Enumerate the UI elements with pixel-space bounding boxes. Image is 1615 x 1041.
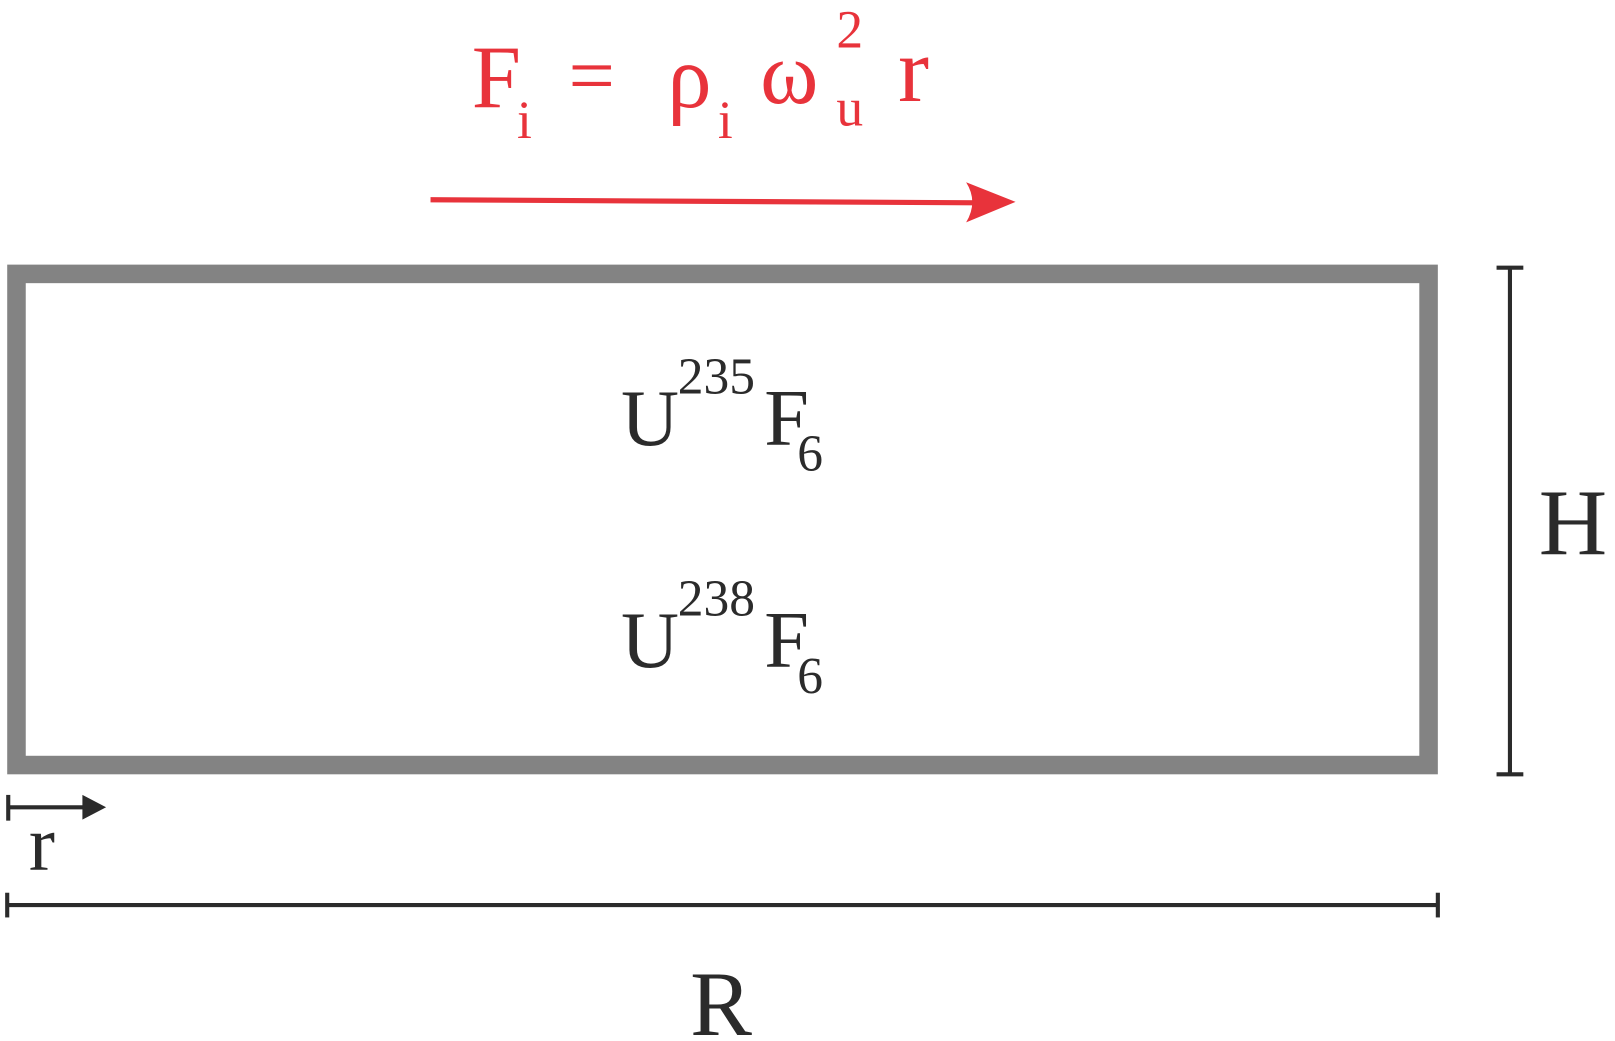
vessel-rectangle [7,264,1438,775]
eq-equals: = [569,30,615,121]
position-label: r [29,800,55,887]
species-base: U [621,374,679,463]
species-count: 6 [797,648,823,705]
force-arrow [430,182,1016,223]
force-equation: F i = ρ i ω 2 u r [472,0,929,150]
height-dimension [1496,265,1524,777]
eq-rho: ρ [667,29,711,127]
species-base: U [621,596,679,685]
eq-rho-sub: i [718,90,733,150]
species-u238f6: U 238 F 6 [621,571,823,705]
species-element: F [764,596,809,685]
eq-force-sub: i [517,90,532,150]
position-arrow [6,794,107,821]
radius-label: R [690,953,752,1041]
radius-dimension [5,892,1440,918]
eq-omega-sub: u [836,78,863,138]
species-mass: 235 [678,348,755,405]
eq-force: F [472,29,521,127]
species-count: 6 [797,426,823,483]
height-label: H [1539,471,1607,575]
eq-omega: ω [760,25,818,123]
species-element: F [764,374,809,463]
eq-r: r [898,19,929,122]
species-u235f6: U 235 F 6 [621,348,823,482]
eq-omega-sup: 2 [836,0,863,59]
species-mass: 238 [678,571,755,628]
